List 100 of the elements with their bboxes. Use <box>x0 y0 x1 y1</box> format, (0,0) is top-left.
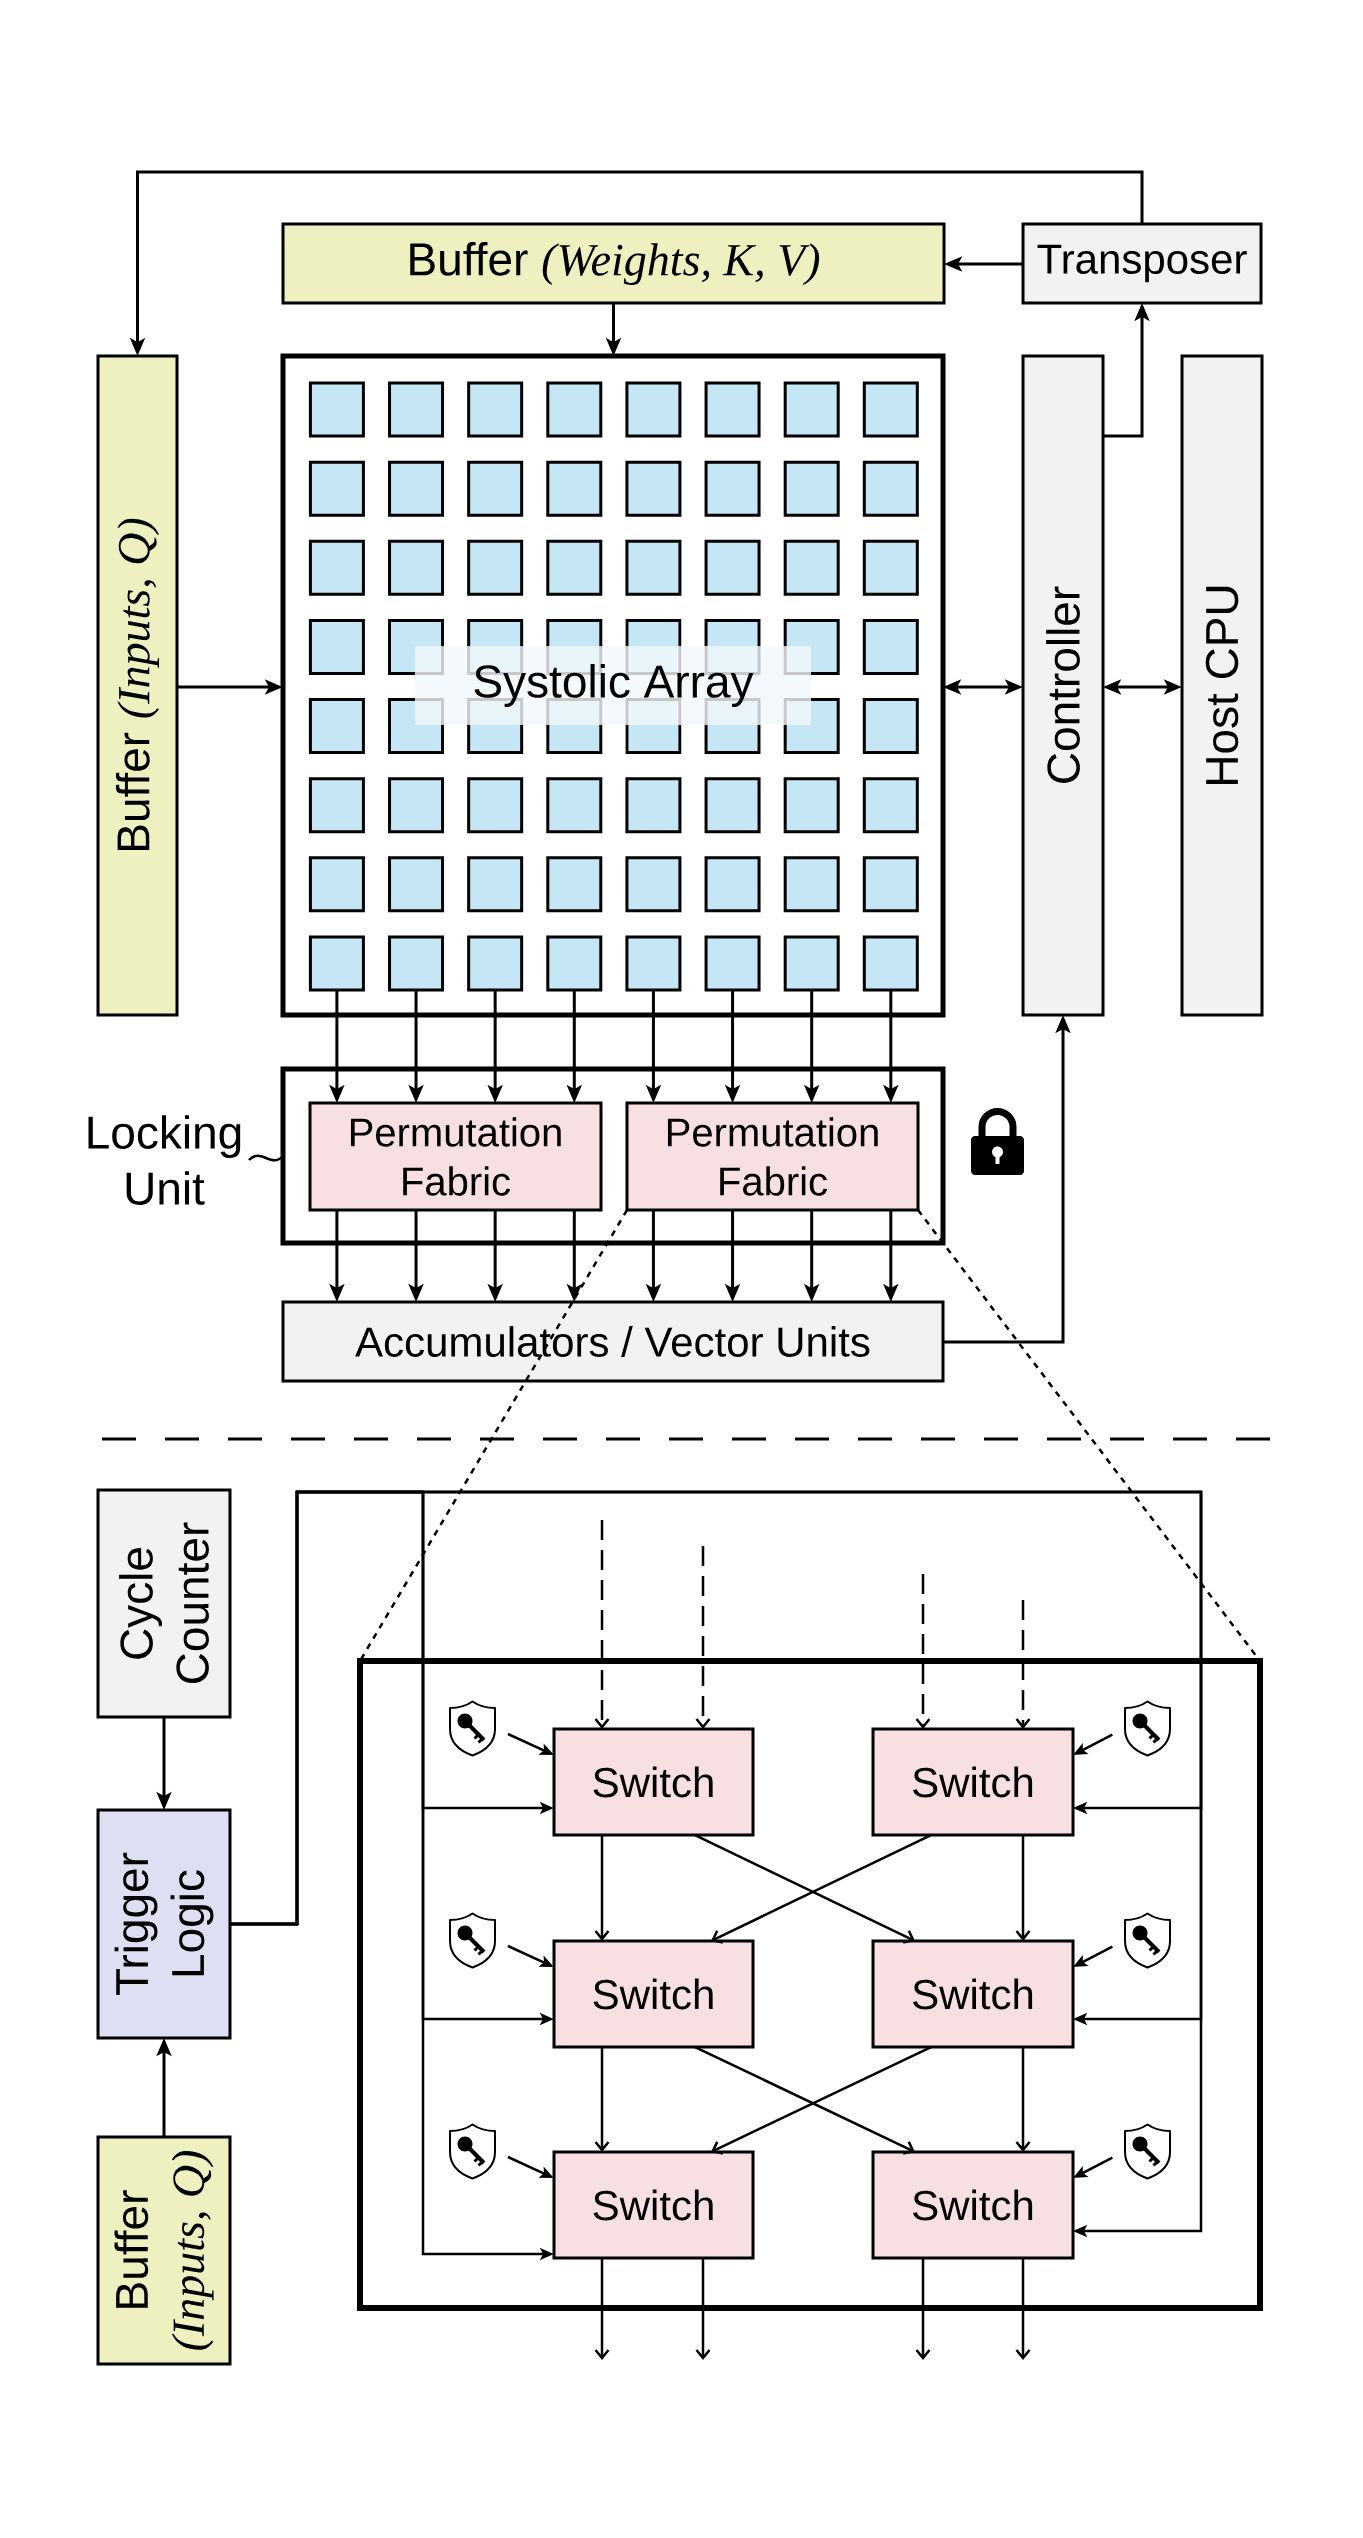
grid-cell <box>308 698 365 755</box>
grid-cell <box>467 856 524 913</box>
grid-cell <box>862 935 919 992</box>
shield-key-icon <box>1124 1912 1171 1969</box>
grid-cell <box>308 935 365 992</box>
grid-cell <box>546 777 603 834</box>
grid-cell <box>783 777 840 834</box>
grid-cell <box>546 724 603 755</box>
arrow <box>915 1574 931 1730</box>
grid-cell <box>625 935 682 992</box>
grid-cell <box>625 856 682 913</box>
grid-cell <box>546 935 603 992</box>
grid-cell <box>783 460 840 517</box>
fabric-box: Permutation Fabric <box>308 1101 603 1212</box>
grid-cell <box>308 381 365 438</box>
switch-box: Switch <box>552 2150 755 2260</box>
grid-cell <box>388 381 445 438</box>
grid-cell <box>862 460 919 517</box>
array-frame: Systolic Array <box>280 353 946 1018</box>
grid-cell <box>625 777 682 834</box>
shield-key-icon <box>449 2123 496 2180</box>
grid-cell <box>783 539 840 596</box>
grid-cell <box>467 935 524 992</box>
arrow <box>1015 2258 1031 2361</box>
grid-cell <box>467 539 524 596</box>
grid-cell <box>308 539 365 596</box>
grid-cell <box>467 381 524 438</box>
shield-key-icon <box>449 1700 496 1757</box>
grid-cell <box>862 777 919 834</box>
grid-cell <box>546 539 603 596</box>
unit-frame <box>280 1066 946 1246</box>
grid-cell <box>704 777 761 834</box>
grid-cell <box>546 460 603 517</box>
arrow <box>695 1546 711 1730</box>
arrow <box>915 2258 931 2361</box>
grid-cell <box>862 618 919 675</box>
process-box: Controller <box>1021 354 1105 1017</box>
buffer-box: Buffer (Inputs, Q) <box>96 354 179 1017</box>
grid-cell <box>862 856 919 913</box>
buffer-box: Buffer (Inputs, Q) <box>96 2135 232 2366</box>
shield-key-icon <box>1124 2123 1171 2180</box>
switch-box: Switch <box>871 1939 1075 2049</box>
grid-cell <box>308 856 365 913</box>
grid-cell <box>308 460 365 517</box>
grid-cell <box>467 777 524 834</box>
grid-cell <box>704 856 761 913</box>
grid-cell <box>546 381 603 438</box>
leader-line <box>248 1154 284 1162</box>
grid-cell <box>308 777 365 834</box>
grid-cell <box>388 460 445 517</box>
buffer-box: Buffer (Weights, K, V) <box>281 222 946 305</box>
shield-key-icon <box>449 1912 496 1969</box>
shield-key-icon <box>1124 1700 1171 1757</box>
grid-cell <box>783 856 840 913</box>
grid-cell <box>388 777 445 834</box>
grid-cell <box>388 935 445 992</box>
grid-cell <box>862 698 919 755</box>
switch-box: Switch <box>552 1939 755 2049</box>
fabric-box: Permutation Fabric <box>625 1101 920 1212</box>
grid-cell <box>388 856 445 913</box>
grid-cell <box>862 539 919 596</box>
grid-cell <box>704 724 761 755</box>
grid-cell <box>625 381 682 438</box>
process-box: Accumulators / Vector Units <box>281 1300 945 1383</box>
grid-cell <box>783 935 840 992</box>
switch-box: Switch <box>552 1727 755 1837</box>
grid-cell <box>308 618 365 675</box>
grid-cell <box>625 460 682 517</box>
switch-box: Switch <box>871 2150 1075 2260</box>
callout-label: Locking Unit <box>88 1115 241 1205</box>
process-box: Transposer <box>1021 222 1263 305</box>
arrow <box>1015 1600 1031 1730</box>
grid-cell <box>625 724 682 755</box>
grid-cell <box>783 381 840 438</box>
arrow <box>594 2258 610 2361</box>
grid-cell <box>467 460 524 517</box>
arrow <box>1015 2047 1031 2153</box>
grid-cell <box>467 618 524 647</box>
switch-box: Switch <box>871 1727 1075 1837</box>
grid-cell <box>388 539 445 596</box>
arrow <box>594 1835 610 1942</box>
process-box: Host CPU <box>1180 354 1264 1017</box>
grid-cell <box>625 618 682 647</box>
grid-cell <box>704 381 761 438</box>
arrow <box>594 1520 610 1730</box>
grid-cell <box>704 935 761 992</box>
grid-cell <box>862 381 919 438</box>
process-box: Cycle Counter <box>96 1488 232 1719</box>
grid-cell <box>546 856 603 913</box>
grid-cell <box>625 539 682 596</box>
grid-cell <box>467 724 524 755</box>
grid-cell <box>546 618 603 647</box>
arrow <box>230 1490 1203 2238</box>
arrow <box>695 2258 711 2361</box>
grid-cell <box>704 460 761 517</box>
arrow <box>1015 1835 1031 1942</box>
grid-cell <box>704 539 761 596</box>
inset-frame <box>357 1658 1263 2312</box>
process-box: Trigger Logic <box>96 1808 232 2040</box>
grid-cell <box>704 618 761 647</box>
